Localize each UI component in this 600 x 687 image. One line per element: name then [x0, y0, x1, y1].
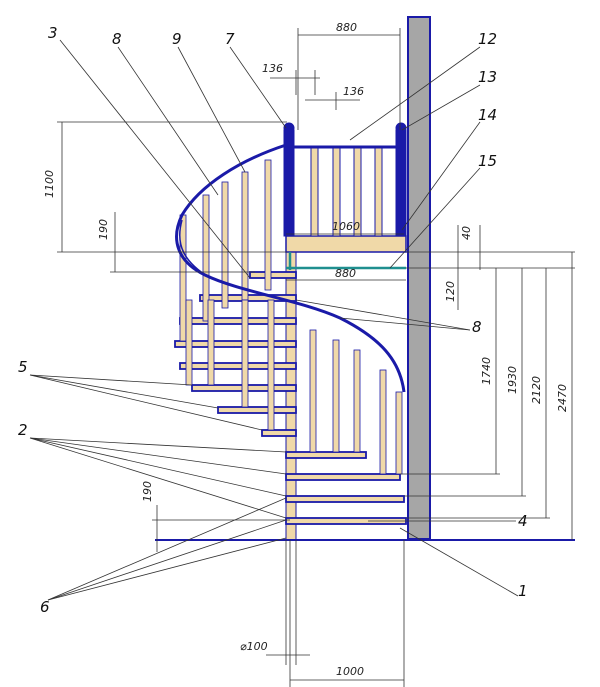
callout-7: 7: [225, 30, 235, 48]
dimension-lines: [57, 28, 575, 687]
dim-gap-40: 40: [460, 226, 473, 240]
callout-4: 4: [518, 512, 528, 530]
dim-height-1740: 1740: [480, 357, 493, 385]
callout-1: 1: [518, 582, 528, 600]
dim-gap-120: 120: [444, 281, 457, 302]
callout-14: 14: [478, 106, 497, 124]
leader-lines: [29, 39, 519, 601]
callout-13: 13: [478, 68, 497, 86]
dim-pole-diameter: ⌀100: [240, 640, 268, 653]
callout-9: 9: [172, 30, 182, 48]
callout-8-top: 8: [112, 30, 122, 48]
dim-step-rise-top: 190: [97, 219, 110, 240]
dim-baluster-gap-b: 136: [343, 85, 364, 98]
callout-2: 2: [18, 421, 28, 439]
upper-platform: [285, 235, 407, 253]
dim-rail-height: 1100: [43, 170, 56, 198]
dim-base-width: 1000: [336, 665, 364, 678]
callout-8-right: 8: [472, 318, 482, 336]
dim-landing-width: 880: [335, 267, 356, 280]
dim-platform-length: 1060: [332, 220, 360, 233]
callout-15: 15: [478, 152, 497, 170]
dim-height-2120: 2120: [530, 376, 543, 404]
dim-baluster-gap-a: 136: [262, 62, 283, 75]
callout-3: 3: [48, 24, 58, 42]
callout-5: 5: [18, 358, 28, 376]
wall: [407, 16, 431, 540]
newel-posts: [283, 122, 407, 237]
top-balusters: [310, 147, 383, 237]
callout-12: 12: [478, 30, 497, 48]
dim-step-rise-bottom: 190: [141, 481, 154, 502]
dim-height-1930: 1930: [506, 366, 519, 394]
dim-top-width: 880: [336, 21, 357, 34]
dim-height-2470: 2470: [556, 384, 569, 412]
callout-6: 6: [40, 598, 50, 616]
